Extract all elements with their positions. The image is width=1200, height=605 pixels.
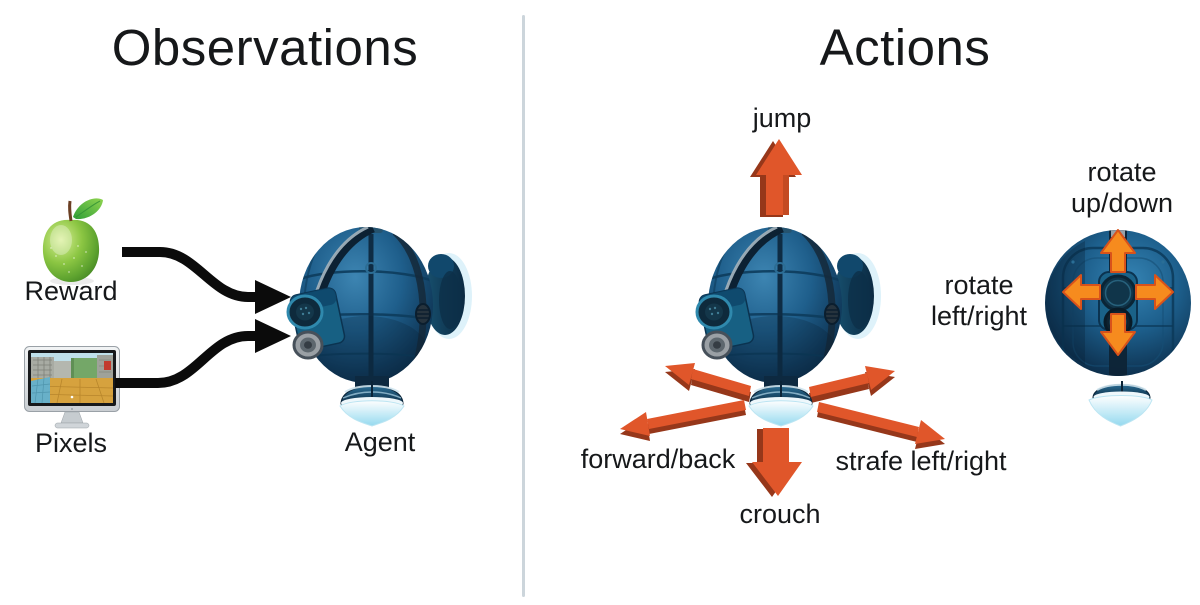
action-robot-icon: [692, 222, 882, 436]
arrow-forward: [691, 369, 751, 396]
arrow-strafe-left: [817, 402, 919, 437]
forward-back-label: forward/back: [580, 444, 736, 474]
move-arrows-icon: [620, 363, 945, 449]
monitor-icon: [24, 346, 120, 429]
apple-icon: [42, 198, 103, 285]
arrow-strafe-right: [809, 373, 869, 397]
rotate-robot-icon: [1043, 222, 1195, 434]
strafe-label: strafe left/right: [835, 446, 1007, 476]
jump-arrow-icon: [750, 139, 802, 217]
arrow-back: [647, 400, 746, 429]
crouch-arrow-icon: [746, 428, 802, 497]
actions-title: Actions: [819, 19, 991, 76]
pixels-label: Pixels: [34, 428, 108, 458]
rotate-left-right-label: rotate left/right: [930, 270, 1028, 331]
observations-title: Observations: [111, 19, 419, 76]
panel-divider: [522, 15, 525, 597]
game-screen: [30, 353, 114, 404]
jump-label: jump: [752, 103, 812, 133]
observation-arrows-icon: [115, 247, 291, 388]
rotate-up-down-label: rotate up/down: [1070, 157, 1174, 218]
reward-label: Reward: [24, 276, 118, 306]
arrowhead-pixels: [255, 319, 291, 353]
agent-label: Agent: [344, 427, 416, 457]
arrowhead-reward: [255, 280, 291, 314]
crouch-label: crouch: [739, 499, 821, 529]
agent-robot-icon: [283, 222, 473, 436]
